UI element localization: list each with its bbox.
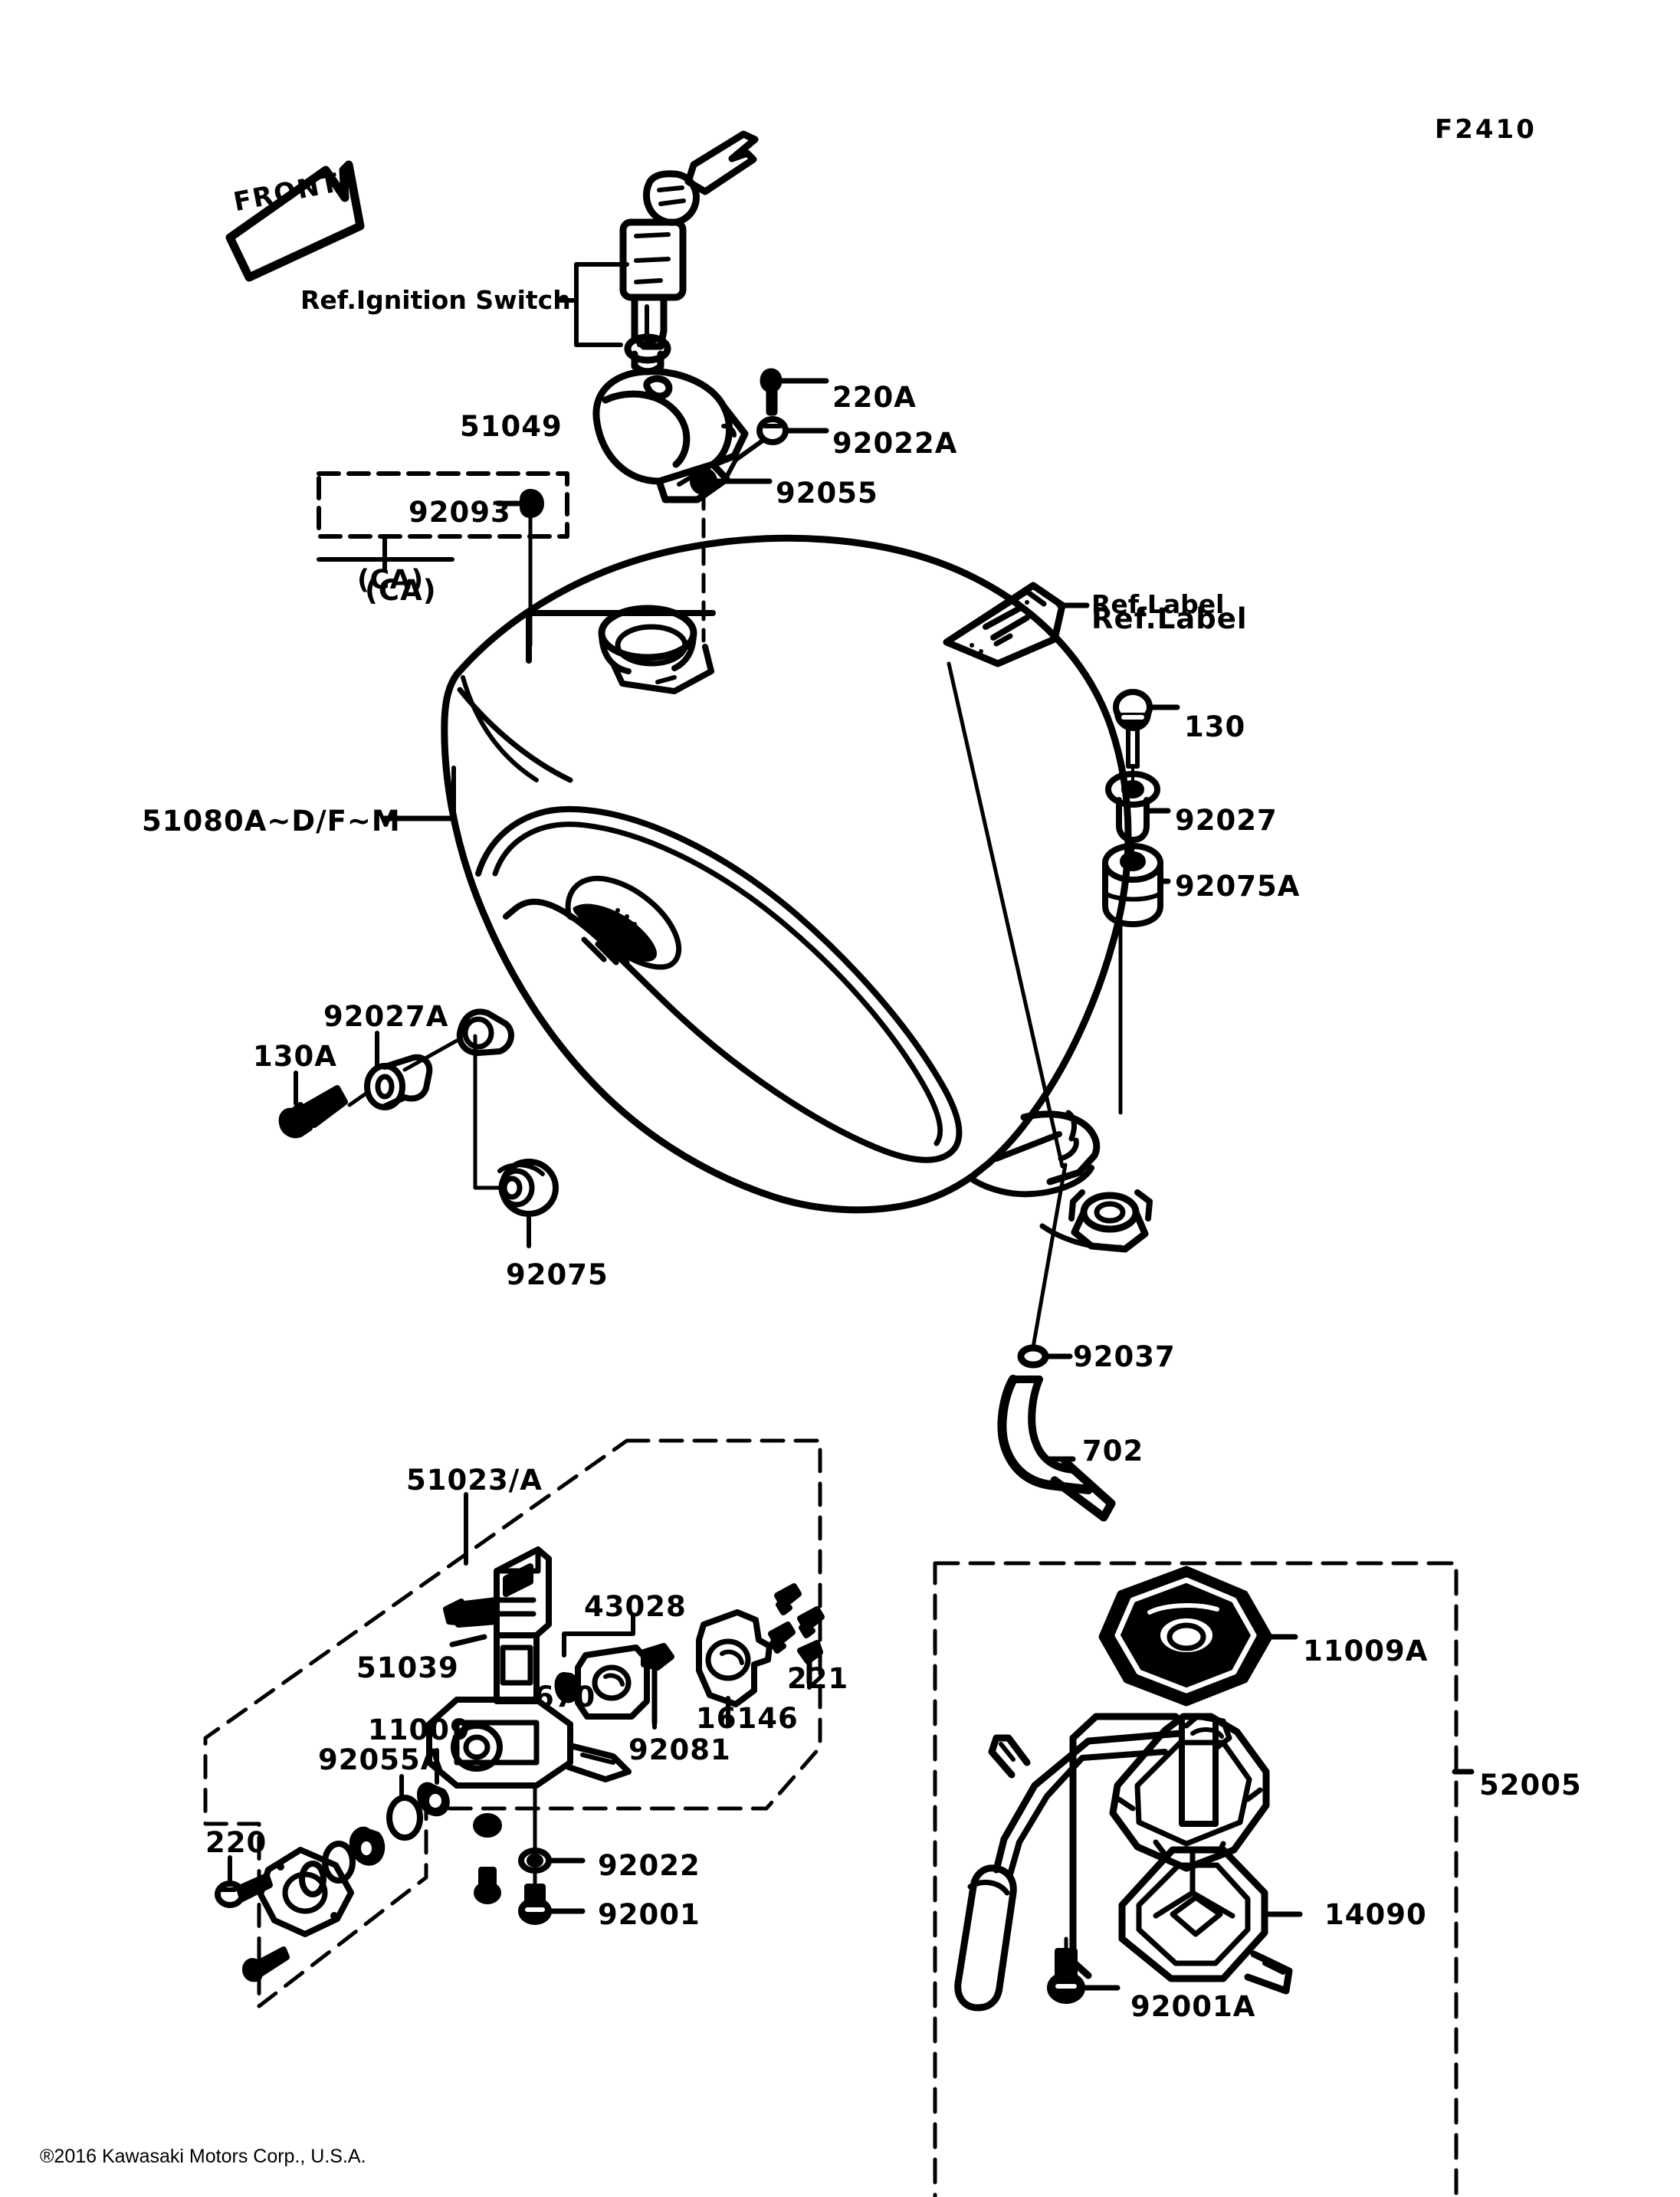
tank-rear-bracket (970, 1110, 1153, 1253)
bolt-92001a-icon (1047, 1948, 1085, 2004)
part-number-callout: 43028 (584, 1590, 687, 1623)
part-number-callout: 92037 (1073, 1340, 1176, 1373)
part-number-callout: 92001A (1130, 1990, 1256, 2023)
part-number-callout: 220A (832, 381, 917, 414)
part-number-callout: 52005 (1479, 1769, 1582, 1802)
part-number-callout: 220 (205, 1826, 267, 1859)
screw-inner-icon (473, 1813, 502, 1838)
ca-bracket (317, 534, 454, 571)
assembly-line-left-mount (347, 1038, 459, 1107)
group-outline-51023 (203, 1438, 822, 2008)
part-number-callout: 92055A (318, 1743, 444, 1776)
part-number-callout: 92001 (598, 1898, 701, 1931)
pump-body-icon (1109, 1713, 1270, 1872)
part-number-callout: 92022A (832, 427, 958, 460)
ref-label-decal (943, 582, 1066, 667)
flange-gasket-icon (258, 1847, 354, 1937)
screw-220a-icon (760, 368, 783, 416)
part-number-callout: 51023/A (406, 1464, 543, 1497)
part-number-callout: 14090 (1324, 1898, 1427, 1931)
plug-92055-icon (690, 467, 717, 495)
leader-43028 (562, 1613, 635, 1658)
part-number-callout: 92081 (628, 1733, 731, 1766)
assembly-line-92075 (473, 1034, 507, 1190)
spring-92081-icon (641, 1643, 674, 1726)
leader-51039 (449, 1634, 487, 1648)
ref-label-label: Ref.Label (1091, 589, 1225, 619)
part-number-callout: 92027A (323, 1000, 449, 1033)
gasket-11009a-icon (1098, 1566, 1273, 1707)
part-number-callout: 51049 (460, 410, 563, 443)
part-number-callout: 92027 (1175, 804, 1278, 837)
part-number-callout: 92093 (409, 496, 511, 529)
tank-emblem (565, 875, 682, 970)
nut-92001-icon (518, 1884, 552, 1925)
part-number-callout: 51080A~D/F~M (142, 805, 401, 838)
part-number-callout: 92022 (598, 1849, 701, 1882)
ca-option-box (317, 471, 569, 539)
plate-43028-icon (575, 1644, 650, 1720)
screw-220b-icon (242, 1946, 290, 1982)
part-number-callout: 221 (787, 1662, 849, 1695)
damper-92075-icon (497, 1159, 559, 1217)
part-number-callout: 11009A (1303, 1635, 1429, 1667)
part-number-callout: 92075A (1175, 870, 1301, 903)
part-number-callout: 702 (1082, 1435, 1144, 1467)
ref-ignition-switch-label: Ref.Ignition Switch (300, 285, 571, 315)
ca-bracket-label: (CA) (357, 565, 424, 595)
hose-702-icon (997, 1375, 1116, 1522)
part-number-callout: 92075 (506, 1258, 609, 1291)
bolt-130-icon (1113, 689, 1153, 769)
grommet-92027a-icon (364, 1054, 433, 1110)
part-number-callout: 16146 (696, 1702, 799, 1735)
front-arrow-icon (225, 160, 365, 282)
fuel-cap-51049 (592, 368, 749, 503)
diagram-code: F2410 (1435, 114, 1537, 145)
damper-92075a-icon (1102, 843, 1163, 927)
part-number-callout: 670 (534, 1681, 596, 1713)
part-number-callout: 51039 (356, 1651, 459, 1684)
oring-92037-icon (1017, 1344, 1049, 1369)
part-number-callout: (CA) (365, 574, 437, 607)
part-number-callout: 11009 (368, 1713, 471, 1746)
tank-mount-lug-left (456, 1008, 514, 1056)
ignition-switch-icon (574, 130, 759, 375)
part-number-callout: 130A (253, 1040, 337, 1073)
fuel-tap-51039-icon (426, 1546, 632, 1789)
copyright-notice: ®2016 Kawasaki Motors Corp., U.S.A. (40, 2146, 366, 2167)
fuel-tank-51080 (441, 534, 1153, 1253)
grommet-92027-icon (1105, 771, 1160, 843)
pump-harness-icon (954, 1713, 1184, 2012)
assembly-line-92037 (1031, 1162, 1068, 1349)
bolt-130a-icon (278, 1085, 348, 1139)
gasket-stack-icon (299, 1782, 450, 1897)
cover-14090-icon (1118, 1846, 1293, 1995)
nut-small-icon (474, 1867, 501, 1904)
part-number-callout: 130 (1184, 710, 1246, 743)
assembly-line-ref-label (947, 661, 1065, 1169)
tank-filler-neck (598, 605, 714, 694)
part-number-callout: Ref.Label (1091, 602, 1248, 635)
group-outline-52005 (933, 1561, 1459, 2197)
part-92093-icon (520, 489, 544, 518)
leader-92022a-part (722, 438, 765, 484)
screw-220-icon (215, 1873, 273, 1908)
part-number-callout: 92055 (776, 477, 878, 510)
